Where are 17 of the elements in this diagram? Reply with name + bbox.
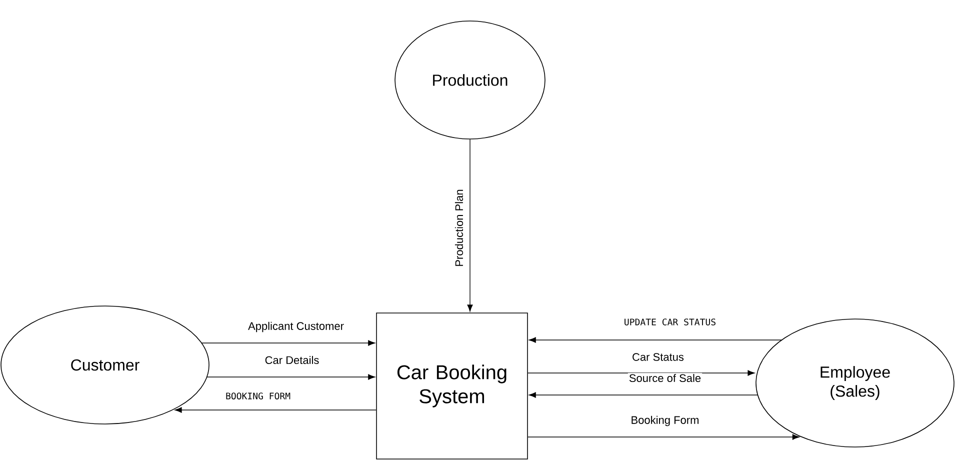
edge-label: Booking Form	[630, 414, 700, 428]
edge-label: Source of Sale	[628, 372, 702, 384]
arrow	[467, 139, 473, 312]
arrow	[206, 374, 376, 380]
edge-label: Car Status	[631, 352, 685, 362]
arrow	[528, 434, 800, 440]
arrow	[529, 337, 782, 343]
arrow	[201, 340, 376, 346]
edge-label: Applicant Customer	[247, 320, 345, 334]
edge-label: UPDATE CAR STATUS	[622, 318, 718, 326]
arrow	[528, 370, 755, 376]
arrow	[529, 392, 758, 398]
edge-label: Production Plan	[454, 188, 464, 268]
process-box: Car Booking System	[376, 312, 528, 460]
edge-label: Car Details	[264, 354, 320, 366]
edge-label: BOOKING FORM	[224, 392, 292, 400]
arrow	[174, 407, 376, 413]
